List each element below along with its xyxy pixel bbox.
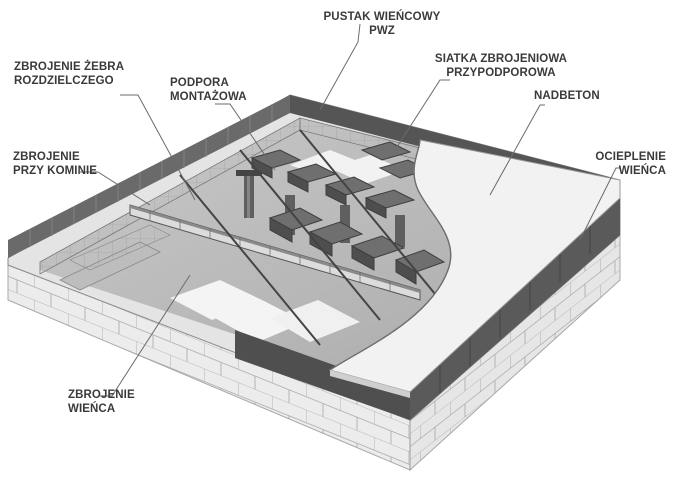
label-zbrojenie-zebra: ZBROJENIE ŻEBRA ROZDZIELCZEGO: [14, 61, 125, 87]
distribution-rib: [129, 204, 421, 301]
label-nadbeton: NADBETON: [534, 90, 600, 102]
label-zbrojenie-przy-kominie: ZBROJENIE PRZY KOMINIE: [13, 151, 98, 177]
label-podpora-montazowa: PODPORA MONTAŻOWA: [170, 77, 247, 103]
leader-lines: [80, 23, 620, 397]
label-siatka-zbrojeniowa: SIATKA ZBROJENIOWA PRZYPODPOROWA: [434, 53, 568, 79]
ceiling-blocks: [179, 129, 446, 346]
concrete-topping: [328, 139, 621, 398]
label-ocieplenie-wienca: OCIEPLENIE WIEŃCA: [595, 151, 666, 177]
label-pustak-wiencowy: PUSTAK WIEŃCOWY PWZ: [323, 11, 441, 37]
label-zbrojenie-wienca: ZBROJENIE WIEŃCA: [68, 389, 135, 415]
